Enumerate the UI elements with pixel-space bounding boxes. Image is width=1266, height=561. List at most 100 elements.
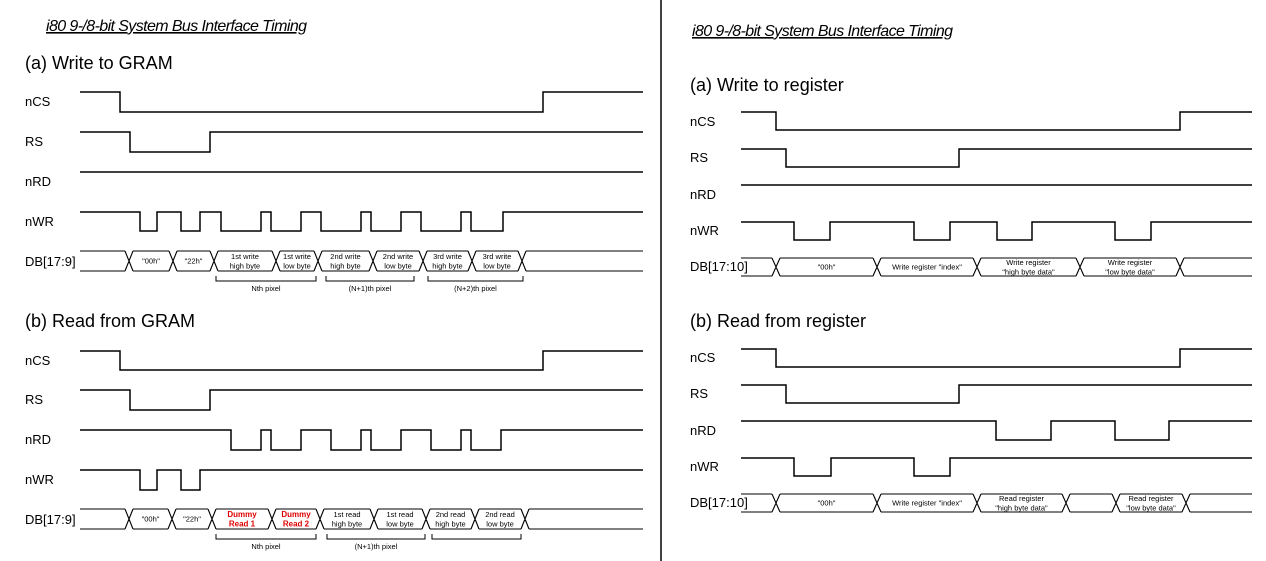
pixel-group-bracket (325, 276, 415, 282)
right-read-nrd-waveform (741, 420, 1252, 441)
bus-field-label: high byte (330, 261, 360, 270)
bus-field-label: Write register "index" (892, 499, 962, 508)
bus-field-label: low byte (384, 261, 412, 270)
left-read-db-label: DB[17:9] (25, 512, 76, 527)
pixel-group-label: (N+1)th pixel (355, 542, 398, 551)
bus-field-label: 2nd read (485, 510, 515, 519)
bus-field-label: Write register (1108, 258, 1153, 267)
right-read-rs-waveform (741, 384, 1252, 404)
bus-outline (741, 257, 1252, 277)
bus-field-label: Write register (1006, 258, 1051, 267)
bus-field-label: "00h" (818, 263, 836, 272)
bus-field-label: 1st read (333, 510, 360, 519)
left-read-subtitle: (b) Read from GRAM (25, 311, 195, 331)
left-write-nwr-waveform (80, 211, 643, 232)
left-write-pixel-groups: Nth pixel(N+1)th pixel(N+2)th pixel (215, 276, 524, 293)
left-write-subtitle: (a) Write to GRAM (25, 53, 173, 73)
bus-field-label: Dummy (281, 510, 311, 519)
bus-field-label: 3rd write (433, 252, 462, 261)
bus-field-label: 2nd write (330, 252, 360, 261)
right-write-nwr-waveform (741, 221, 1252, 241)
left-write-db-label: DB[17:9] (25, 254, 76, 269)
right-read-nrd-label: nRD (690, 423, 716, 438)
right-write-rs-waveform (741, 148, 1252, 168)
bus-outline (80, 250, 643, 272)
bus-field-label: 1st write (283, 252, 311, 261)
bus-field-label: "00h" (818, 499, 836, 508)
bus-field-label: high byte (332, 519, 362, 528)
bus-field-label: 1st write (231, 252, 259, 261)
left-read-rs-waveform (80, 389, 643, 411)
left-write-ncs-waveform (80, 91, 643, 113)
bus-field-label: "high byte data" (1002, 267, 1055, 276)
right-write-subtitle: (a) Write to register (690, 75, 844, 95)
pixel-group-bracket (326, 534, 426, 540)
bus-field-label: high byte (435, 519, 465, 528)
bus-field-label: "low byte data" (1105, 267, 1155, 276)
right-write-panel: (a) Write to register nCS RS nRD nWR DB[… (690, 75, 1252, 277)
bus-field-label: "22h" (185, 257, 203, 266)
right-title: i80 9-/8-bit System Bus Interface Timing (692, 23, 953, 40)
bus-field-label: Read 1 (229, 519, 256, 528)
right-read-nwr-label: nWR (690, 459, 719, 474)
pixel-group-label: Nth pixel (251, 542, 281, 551)
right-read-db-label: DB[17:10] (690, 495, 748, 510)
right-read-panel: (b) Read from register nCS RS nRD nWR DB… (690, 311, 1252, 513)
bus-field-label: low byte (486, 519, 514, 528)
left-read-rs-label: RS (25, 392, 43, 407)
bus-field-label: "00h" (142, 257, 160, 266)
bus-field-label: 2nd read (436, 510, 466, 519)
bus-field-label: high byte (230, 261, 260, 270)
right-read-ncs-label: nCS (690, 350, 716, 365)
right-read-ncs-waveform (741, 348, 1252, 368)
left-read-nrd-waveform (80, 429, 643, 451)
right-write-ncs-label: nCS (690, 114, 716, 129)
bus-field-label: Write register "index" (892, 263, 962, 272)
right-read-nwr-waveform (741, 457, 1252, 477)
bus-field-label: low byte (386, 519, 414, 528)
left-read-ncs-waveform (80, 350, 643, 371)
right-write-nrd-label: nRD (690, 187, 716, 202)
right-write-rs-label: RS (690, 150, 708, 165)
right-write-ncs-waveform (741, 111, 1252, 131)
left-write-rs-label: RS (25, 134, 43, 149)
bus-field-label: "22h" (183, 515, 201, 524)
right-write-db-bus: "00h" Write register "index" Write registe… (741, 257, 1252, 277)
bus-field-label: "00h" (142, 515, 160, 524)
pixel-group-bracket (431, 534, 522, 540)
bus-field-label: Read register (1128, 494, 1174, 503)
left-read-ncs-label: nCS (25, 353, 51, 368)
left-read-nrd-label: nRD (25, 432, 51, 447)
bus-field-label: 3rd write (483, 252, 512, 261)
bus-outline (741, 493, 1252, 513)
left-read-pixel-groups: Nth pixel (N+1)th pixel (215, 534, 522, 551)
left-write-ncs-label: nCS (25, 94, 51, 109)
bus-field-label: "low byte data" (1126, 503, 1176, 512)
left-write-panel: (a) Write to GRAM nCS RS nRD nWR DB[17:9… (25, 53, 643, 293)
left-read-panel: (b) Read from GRAM nCS RS nRD nWR DB[17:… (25, 311, 643, 551)
left-read-nwr-label: nWR (25, 472, 54, 487)
bus-field-label: 2nd write (383, 252, 413, 261)
pixel-group-label: (N+1)th pixel (349, 284, 392, 293)
bus-field-label: high byte (432, 261, 462, 270)
bus-field-label: 1st read (386, 510, 413, 519)
left-write-rs-waveform (80, 131, 643, 153)
left-title: i80 9-/8-bit System Bus Interface Timing (46, 18, 307, 35)
pixel-group-label: (N+2)th pixel (454, 284, 497, 293)
pixel-group-bracket (427, 276, 524, 282)
bus-field-label: Read register (999, 494, 1045, 503)
bus-field-label: Dummy (227, 510, 257, 519)
right-read-subtitle: (b) Read from register (690, 311, 866, 331)
left-read-nwr-waveform (80, 469, 643, 491)
pixel-group-bracket (215, 276, 317, 282)
left-write-nwr-label: nWR (25, 214, 54, 229)
right-read-db-bus: "00h" Write register "index" Read register… (741, 493, 1252, 513)
right-write-db-label: DB[17:10] (690, 259, 748, 274)
bus-outline (80, 508, 643, 530)
bus-field-label: "high byte data" (995, 503, 1048, 512)
right-write-nwr-label: nWR (690, 223, 719, 238)
bus-field-label: low byte (283, 261, 311, 270)
